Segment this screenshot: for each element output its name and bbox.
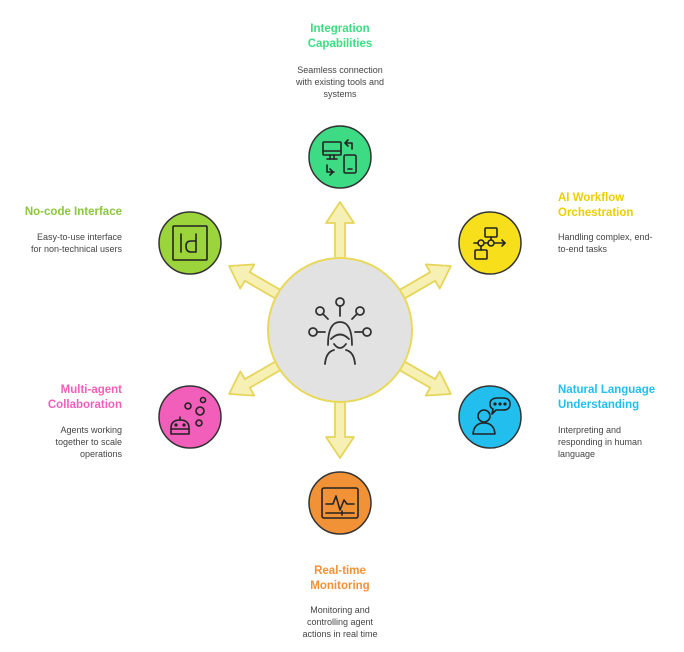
integration-desc-line2: with existing tools and (295, 77, 385, 87)
multi-agent-circle (158, 385, 222, 449)
ai-workflow-title-line1: AI Workflow (558, 192, 625, 204)
no-code-circle (158, 211, 222, 275)
monitoring-circle (308, 471, 372, 535)
person-options-icon (308, 297, 372, 365)
monitoring-desc-line1: Monitoring and (310, 605, 370, 615)
devices-sync-icon (322, 139, 357, 176)
multi-agent-title-line2: Collaboration (47, 399, 122, 411)
nlu-desc-line1: Interpreting and (558, 425, 622, 435)
nlu-desc-line3: language (558, 449, 596, 459)
multi-agent-title-line1: Multi-agent (60, 384, 122, 396)
integration-desc-line1: Seamless connection (297, 65, 383, 75)
ai-workflow-title-line2: Orchestration (558, 207, 634, 219)
integration-title-line1: Integration (310, 23, 370, 35)
integration-title-line2: Capabilities (307, 38, 373, 50)
monitoring-title-line2: Monitoring (310, 580, 370, 592)
nlu-title-line2: Understanding (558, 399, 640, 411)
ai-workflow-desc-line1: Handling complex, end- (558, 232, 653, 242)
nlu-title-line1: Natural Language (558, 384, 656, 396)
id-box-icon (172, 225, 208, 261)
flowchart-icon (473, 227, 506, 260)
monitoring-title-line1: Real-time (314, 565, 366, 577)
no-code-desc-line1: Easy-to-use interface (36, 232, 122, 242)
integration-circle (308, 125, 372, 189)
multi-agent-desc-line2: together to scale (55, 437, 122, 447)
speaking-person-icon (472, 397, 511, 435)
multi-agent-desc-line1: Agents working (60, 425, 122, 435)
monitoring-desc-line2: controlling agent (306, 617, 374, 627)
nlu-desc-line2: responding in human (558, 437, 643, 447)
robot-bubbles-icon (170, 396, 207, 435)
ai-workflow-desc-line2: to-end tasks (558, 244, 608, 254)
integration-desc-line3: systems (323, 89, 357, 99)
no-code-title: No-code Interface (24, 206, 122, 218)
no-code-desc-line2: for non-technical users (30, 244, 122, 254)
ai-workflow-circle (458, 211, 522, 275)
hub-circle (267, 257, 413, 403)
multi-agent-desc-line3: operations (79, 449, 122, 459)
arrows (228, 201, 452, 459)
monitor-pulse-icon (321, 487, 359, 519)
monitoring-desc-line3: actions in real time (302, 629, 378, 639)
